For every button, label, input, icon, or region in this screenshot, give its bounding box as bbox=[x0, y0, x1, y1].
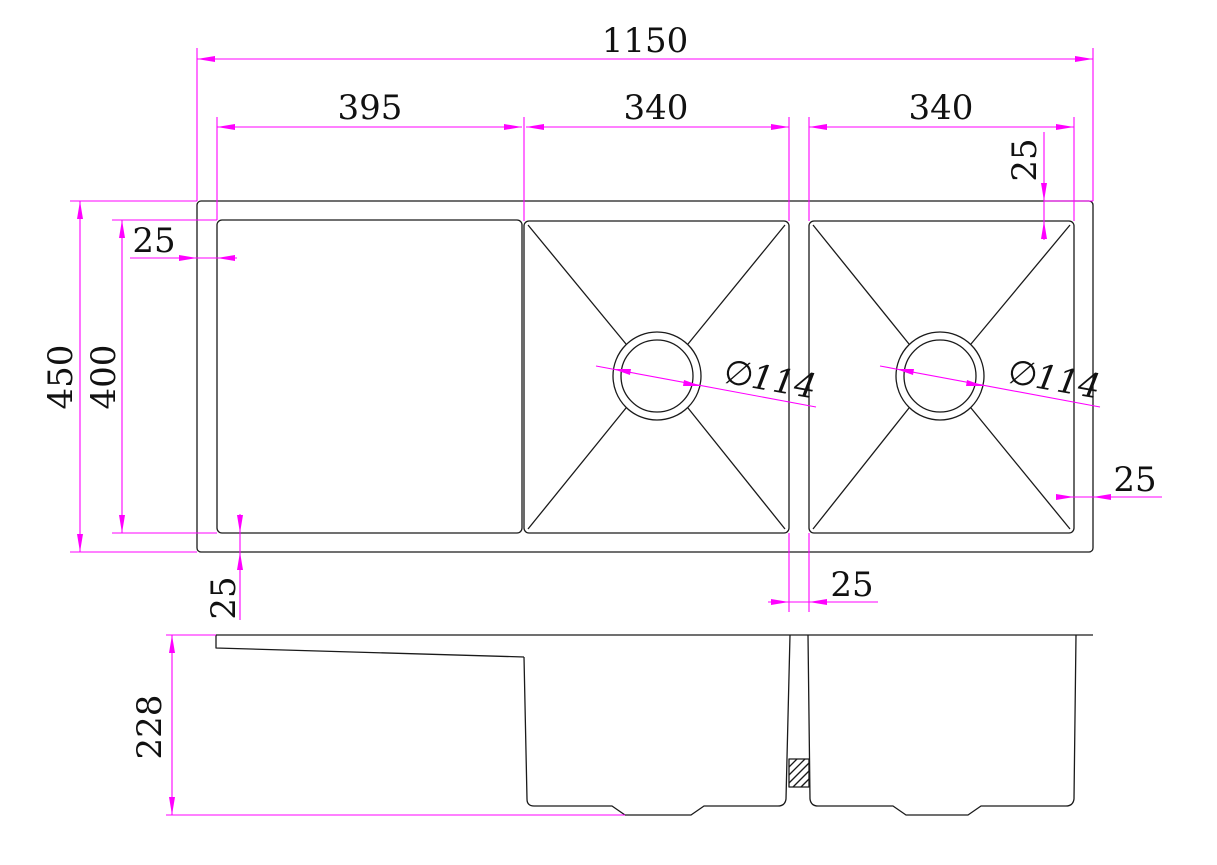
dim-left-bowl-width: 340 bbox=[624, 88, 689, 128]
dimension-lines bbox=[70, 48, 1162, 816]
dim-bottom-flange: 25 bbox=[204, 576, 244, 619]
right-bowl-outline bbox=[808, 220, 1075, 534]
dimension-labels: 1150 395 340 340 25 25 450 400 25 25 25 … bbox=[41, 21, 1157, 759]
right-bowl-drain bbox=[812, 224, 1071, 530]
dim-inner-depth: 400 bbox=[84, 345, 124, 410]
dim-right-flange: 25 bbox=[1113, 460, 1156, 500]
left-bowl-outline bbox=[523, 220, 790, 534]
plan-view bbox=[196, 200, 1094, 553]
section-view bbox=[215, 634, 1093, 816]
dim-left-drain-symbol: ∅ bbox=[721, 352, 757, 397]
left-bowl-profile bbox=[523, 634, 791, 816]
dim-overall-depth: 450 bbox=[41, 345, 81, 410]
dim-right-bowl-width: 340 bbox=[909, 88, 974, 128]
dim-divider: 25 bbox=[830, 565, 873, 605]
right-bowl-profile bbox=[807, 634, 1077, 816]
dim-overall-width: 1150 bbox=[602, 21, 689, 61]
left-bowl-drain bbox=[527, 224, 786, 530]
sink-outer-outline bbox=[196, 200, 1094, 553]
dim-bowl-height: 228 bbox=[130, 695, 170, 760]
left-drain-outer-ring bbox=[612, 331, 702, 421]
dim-drainboard-width: 395 bbox=[338, 88, 403, 128]
drainboard-profile bbox=[215, 635, 525, 658]
divider-hatch bbox=[788, 758, 810, 788]
dim-left-flange: 25 bbox=[132, 221, 175, 261]
dim-top-right-flange: 25 bbox=[1005, 138, 1045, 181]
dim-right-drain-symbol: ∅ bbox=[1005, 352, 1041, 397]
drainboard-outline bbox=[216, 219, 523, 534]
left-drain-inner-ring bbox=[620, 339, 694, 413]
right-drain-inner-ring bbox=[903, 339, 977, 413]
right-drain-outer-ring bbox=[895, 331, 985, 421]
